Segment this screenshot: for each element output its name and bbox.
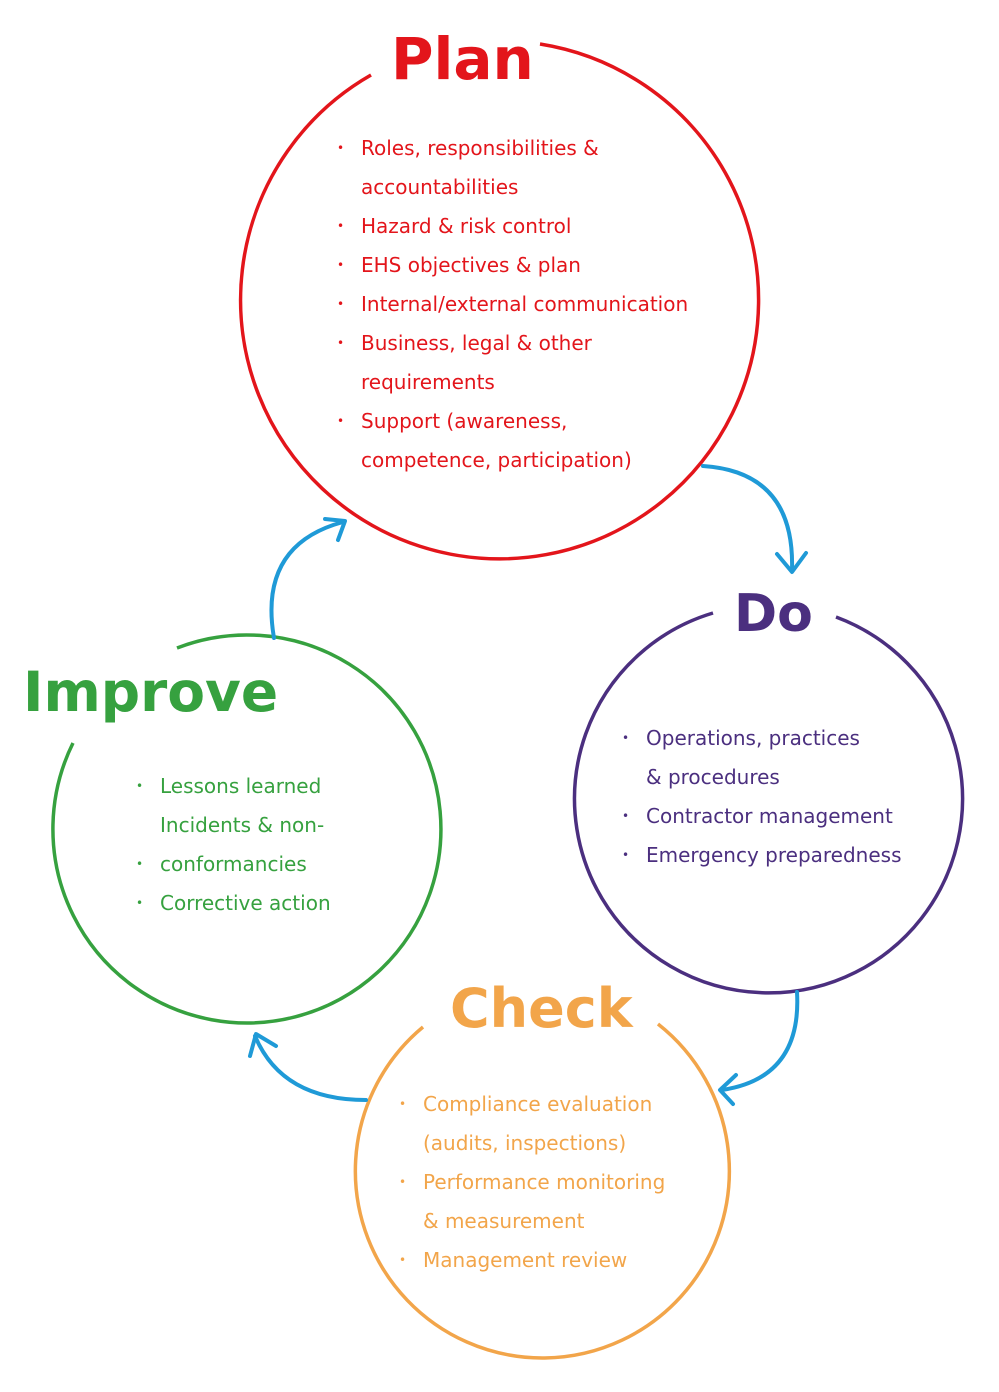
improve-list-item: • conformancies: [136, 845, 331, 884]
check-bullet-icon: •: [399, 1097, 407, 1111]
improve-bullet-icon: •: [136, 857, 144, 871]
check-list-item: • Management review: [399, 1241, 665, 1280]
plan-item-text: Hazard & risk control: [361, 214, 572, 238]
plan-list-item: • EHS objectives & plan: [337, 246, 688, 285]
check-item-text: Performance monitoring: [423, 1170, 666, 1194]
plan-list: •Roles, responsibilities &•accountabilit…: [337, 129, 689, 480]
plan-item-text: accountabilities: [361, 175, 519, 199]
plan-list-item: •requirements: [361, 363, 688, 402]
do-to-check-arrow: [720, 990, 800, 1092]
plan-bullet-icon: •: [337, 336, 345, 350]
plan-item-text: competence, participation): [361, 448, 632, 472]
improve-item-text: conformancies: [160, 852, 307, 876]
do-list-item: • Emergency preparedness: [622, 836, 902, 875]
plan-list-item: •competence, participation): [361, 441, 688, 480]
plan-list-item: • Internal/external communication: [337, 285, 689, 324]
improve-to-plan-arrow: [269, 520, 345, 640]
do-list-item: • Contractor management: [622, 797, 902, 836]
plan-to-do-arrowhead: [775, 551, 808, 574]
check-title: Check: [450, 977, 633, 1040]
do-item-text: Emergency preparedness: [646, 843, 902, 867]
plan-bullet-icon: •: [337, 297, 345, 311]
plan-bullet-icon: •: [337, 219, 345, 233]
check-list-item: •(audits, inspections): [423, 1124, 665, 1163]
check-list-item: • Compliance evaluation: [399, 1085, 665, 1124]
do-bullet-icon: •: [622, 848, 630, 862]
improve-list-item: •Incidents & non-: [160, 806, 331, 845]
check-list: •Compliance evaluation•(audits, inspecti…: [399, 1085, 666, 1280]
check-to-improve-arrowhead: [248, 1032, 278, 1058]
plan-item-text: EHS objectives & plan: [361, 253, 581, 277]
plan-list-item: • Hazard & risk control: [337, 207, 688, 246]
check-item-text: Compliance evaluation: [423, 1092, 653, 1116]
do-bullet-icon: •: [622, 731, 630, 745]
improve-bullet-icon: •: [136, 896, 144, 910]
do-item-text: Operations, practices: [646, 726, 860, 750]
check-list-item: • Performance monitoring: [399, 1163, 666, 1202]
plan-bullet-icon: •: [337, 414, 345, 428]
plan-circle: [238, 42, 761, 561]
check-list-item: •& measurement: [423, 1202, 665, 1241]
check-item-text: & measurement: [423, 1209, 585, 1233]
plan-to-do-arrow: [701, 464, 795, 572]
do-bullet-icon: •: [622, 809, 630, 823]
plan-bullet-icon: •: [337, 258, 345, 272]
improve-circle: [51, 633, 443, 1025]
improve-list: •Lessons learned•Incidents & non-•confor…: [136, 767, 331, 923]
do-list-item: •& procedures: [646, 758, 902, 797]
plan-item-text: Roles, responsibilities &: [361, 136, 599, 160]
do-item-text: Contractor management: [646, 804, 893, 828]
plan-bullet-icon: •: [337, 141, 345, 155]
do-list-item: • Operations, practices: [622, 719, 902, 758]
plan-list-item: • Roles, responsibilities &: [337, 129, 688, 168]
improve-list-item: • Lessons learned: [136, 767, 331, 806]
improve-item-text: Incidents & non-: [160, 813, 325, 837]
do-title: Do: [734, 584, 813, 644]
check-bullet-icon: •: [399, 1175, 407, 1189]
plan-item-text: requirements: [361, 370, 495, 394]
plan-title: Plan: [391, 25, 534, 93]
improve-bullet-icon: •: [136, 779, 144, 793]
improve-item-text: Lessons learned: [160, 774, 322, 798]
plan-item-text: Support (awareness,: [361, 409, 568, 433]
do-to-check-arrowhead: [718, 1073, 738, 1106]
check-to-improve-arrow: [253, 1034, 368, 1102]
check-circle: [353, 1022, 732, 1360]
do-item-text: & procedures: [646, 765, 780, 789]
improve-to-plan-arrowhead: [323, 517, 347, 542]
plan-item-text: Internal/external communication: [361, 292, 689, 316]
improve-title: Improve: [23, 660, 279, 724]
plan-item-text: Business, legal & other: [361, 331, 592, 355]
check-item-text: Management review: [423, 1248, 628, 1272]
improve-item-text: Corrective action: [160, 891, 331, 915]
improve-list-item: • Corrective action: [136, 884, 331, 923]
check-item-text: (audits, inspections): [423, 1131, 627, 1155]
plan-list-item: • Support (awareness,: [337, 402, 688, 441]
plan-list-item: • Business, legal & other: [337, 324, 688, 363]
plan-list-item: •accountabilities: [361, 168, 688, 207]
check-bullet-icon: •: [399, 1253, 407, 1267]
do-list: •Operations, practices•& procedures•Cont…: [622, 719, 902, 875]
do-circle: [572, 611, 965, 995]
